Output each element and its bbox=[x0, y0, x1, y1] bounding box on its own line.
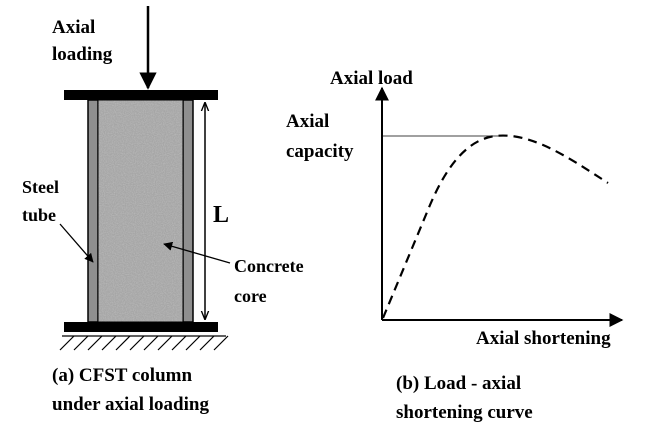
steel-label-line1: Steel bbox=[22, 177, 59, 197]
x-axis-label: Axial shortening bbox=[476, 328, 611, 349]
caption-b-line1: (b) Load - axial bbox=[396, 373, 521, 394]
caption-a-line1: (a) CFST column bbox=[52, 365, 192, 386]
column-diagram: Axial loading L Steel tube Concrete core bbox=[22, 6, 304, 415]
caption-a-line2: under axial loading bbox=[52, 394, 209, 415]
steel-label-line2: tube bbox=[22, 205, 56, 225]
ground-hatching bbox=[59, 335, 229, 351]
y-axis-label: Axial load bbox=[330, 68, 413, 89]
concrete-core-leader bbox=[163, 241, 231, 264]
concrete-label-line1: Concrete bbox=[234, 256, 304, 276]
concrete-core-texture bbox=[98, 100, 183, 322]
bottom-end-plate bbox=[64, 322, 218, 332]
steel-tube-left-wall bbox=[87, 99, 99, 323]
curve-diagram: Axial load Axial shortening Axial capaci… bbox=[286, 68, 624, 423]
capacity-label-line2: capacity bbox=[286, 141, 354, 162]
load-label-line1: Axial bbox=[52, 17, 95, 38]
caption-b-line2: shortening curve bbox=[396, 402, 533, 423]
load-shortening-curve bbox=[381, 134, 609, 319]
concrete-label-line2: core bbox=[234, 286, 267, 306]
concrete-core-outline bbox=[97, 99, 184, 323]
steel-tube-leader bbox=[59, 223, 94, 263]
top-end-plate bbox=[64, 90, 218, 100]
length-label: L bbox=[213, 202, 229, 228]
capacity-label-line1: Axial bbox=[286, 111, 329, 132]
steel-tube-right-wall bbox=[182, 99, 194, 323]
load-label-line2: loading bbox=[52, 44, 113, 65]
